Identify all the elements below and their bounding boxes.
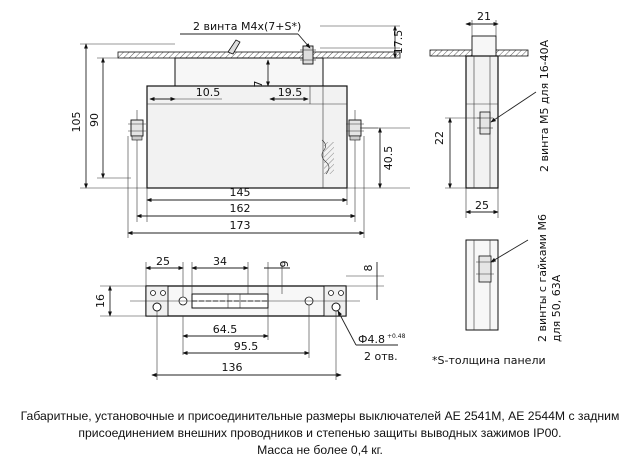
dim-40-5: 40.5 xyxy=(382,146,395,171)
mounting-panel xyxy=(117,51,401,59)
side-view: 21 22 25 2 винта M5 для 16-40A 2 винты с… xyxy=(429,10,563,342)
plan-dim-9: 9 xyxy=(278,261,291,268)
dim-90: 90 xyxy=(88,113,101,127)
terminal-left xyxy=(128,110,146,150)
hole-count: 2 отв. xyxy=(364,350,398,363)
screw-callout: 2 винта M4x(7+S*) xyxy=(193,20,301,33)
mount-hole-right xyxy=(331,302,341,312)
panel-thickness-footnote: *S-толщина панели xyxy=(432,354,546,367)
mounting-bracket xyxy=(174,57,324,87)
figure-caption: Габаритные, установочные и присоединител… xyxy=(0,408,640,459)
front-view: 105 90 10.5 19.5 7 17.5 40.5 145 162 173… xyxy=(70,20,410,238)
screw-left-a xyxy=(150,290,156,296)
dim-173: 173 xyxy=(230,219,251,232)
dim-17-5: 17.5 xyxy=(392,30,405,55)
dim-162: 162 xyxy=(230,202,251,215)
screw-right-b xyxy=(338,290,344,296)
label-m5: 2 винта M5 для 16-40A xyxy=(538,39,551,172)
dim-7: 7 xyxy=(252,81,265,88)
terminal-right xyxy=(346,110,378,150)
plan-dim-25: 25 xyxy=(156,255,170,268)
mount-hole-left xyxy=(152,302,162,312)
side-bracket xyxy=(471,35,497,57)
plan-dim-64-5: 64.5 xyxy=(213,323,238,336)
side-terminal xyxy=(479,111,491,135)
dim-10-5: 10.5 xyxy=(196,86,221,99)
breaker-body xyxy=(146,85,348,189)
caption-line-2: присоединением внешних проводников и сте… xyxy=(78,426,562,440)
caption-line-1: Габаритные, установочные и присоединител… xyxy=(20,409,620,423)
side-dim-25: 25 xyxy=(475,199,489,212)
side-detail-body xyxy=(465,239,499,331)
hole-tolerance: +0.48 xyxy=(387,333,406,340)
breaker-handle xyxy=(227,39,241,55)
plan-dim-34: 34 xyxy=(213,255,227,268)
hole-diameter: Ф4.8 xyxy=(358,333,385,346)
caption-line-3: Масса не более 0,4 кг. xyxy=(257,443,383,457)
screw-right-a xyxy=(328,290,334,296)
dim-105: 105 xyxy=(70,112,83,133)
label-m6-line1: 2 винты с гайками M6 xyxy=(536,214,549,342)
plan-dim-136: 136 xyxy=(222,361,243,374)
bottom-view: 16 25 34 9 8 64.5 95.5 136 xyxy=(94,255,546,380)
dim-19-5: 19.5 xyxy=(278,86,303,99)
plan-dim-95-5: 95.5 xyxy=(234,340,259,353)
screw-left-b xyxy=(160,290,166,296)
side-dim-22: 22 xyxy=(433,131,446,145)
label-m6-line2: для 50, 63A xyxy=(550,274,563,342)
dim-145: 145 xyxy=(230,186,251,199)
side-dim-21: 21 xyxy=(477,10,491,23)
top-screw xyxy=(302,45,314,65)
side-detail-terminal xyxy=(478,255,492,283)
plan-dim-16: 16 xyxy=(94,294,107,308)
plan-dim-8: 8 xyxy=(362,265,375,272)
